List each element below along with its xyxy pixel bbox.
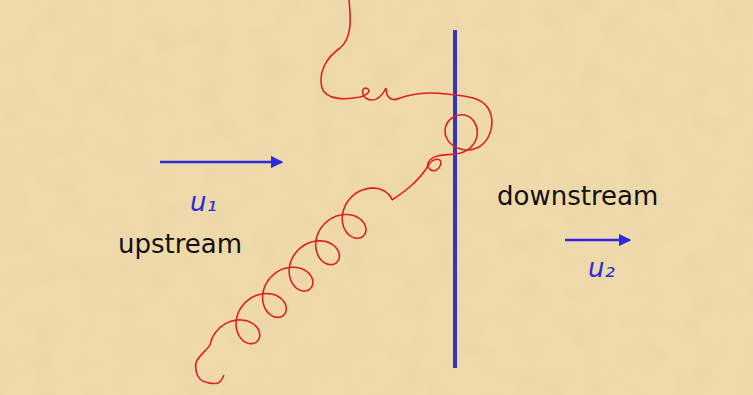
region-label: downstream [497,182,658,212]
velocity-label: u₂ [588,254,615,284]
particle-trajectory [196,188,392,383]
shock-front [453,30,457,368]
upstream-flow-arrow [160,161,282,164]
velocity-label: u₁ [190,188,217,218]
downstream-flow-arrow [565,239,630,242]
region-label: upstream [118,230,242,260]
particle-trajectory [321,0,492,200]
